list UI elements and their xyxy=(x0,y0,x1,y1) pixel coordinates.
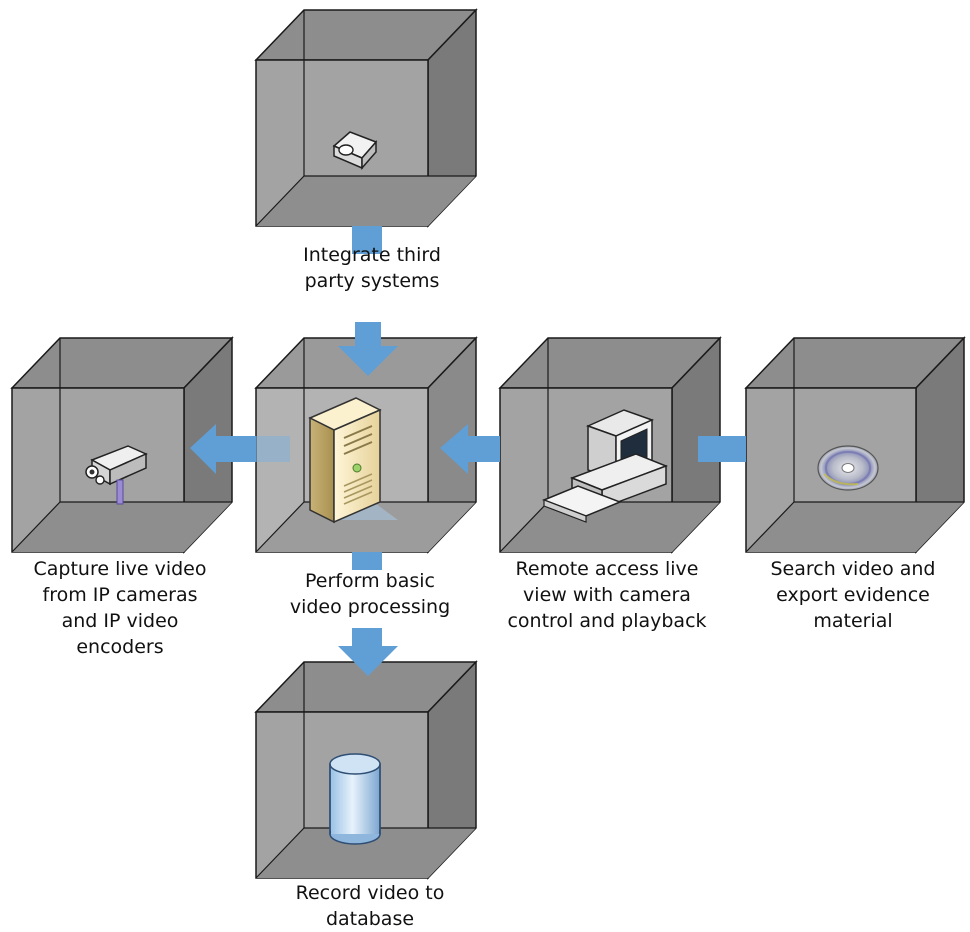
cube-record xyxy=(254,660,478,880)
cube-integrate xyxy=(254,8,478,228)
label-search: Search video and export evidence materia… xyxy=(770,558,936,632)
label-record: Record video to database xyxy=(295,882,445,930)
server-icon xyxy=(308,397,382,524)
third-party-device-icon xyxy=(332,131,378,170)
cube-search xyxy=(744,336,966,554)
disc-icon xyxy=(817,445,879,491)
cube-remote xyxy=(498,336,722,554)
connector-search-to-remote xyxy=(698,436,746,462)
connector-integrate-stub xyxy=(352,226,382,254)
label-capture: Capture live video from IP cameras and I… xyxy=(33,558,207,658)
arrow-remote-to-process xyxy=(440,424,500,474)
arrow-integrate-to-process xyxy=(338,322,398,376)
workstation-icon xyxy=(541,409,669,523)
database-icon xyxy=(329,753,381,845)
label-remote: Remote access live view with camera cont… xyxy=(507,558,707,632)
ip-camera-icon xyxy=(85,445,148,505)
label-integrate: Integrate third party systems xyxy=(303,244,441,292)
label-process: Perform basic video processing xyxy=(289,570,451,618)
arrow-process-to-capture xyxy=(190,424,290,474)
